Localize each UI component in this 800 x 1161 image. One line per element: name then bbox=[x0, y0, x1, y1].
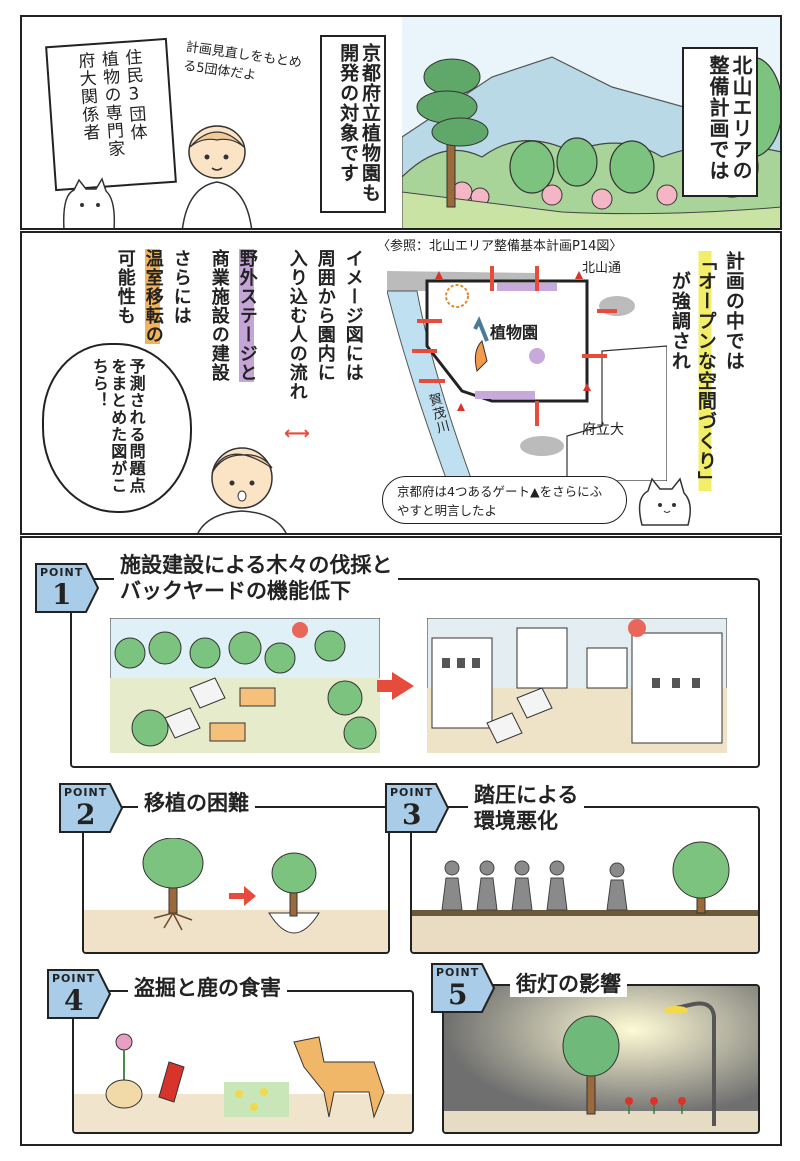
streetlight-illustration bbox=[444, 986, 758, 1132]
point-2-card bbox=[82, 806, 390, 954]
reference-caption: 〈参照：北山エリア整備基本計画P14図〉 bbox=[377, 239, 623, 254]
point-label: POINT bbox=[390, 786, 434, 799]
developed-illustration bbox=[427, 618, 727, 753]
narration-right-col2: 「オープンな空間づくり」 bbox=[694, 251, 717, 491]
cat-character bbox=[638, 477, 691, 526]
text-col: 周囲から園内に bbox=[314, 249, 336, 382]
speech-bubble: 予測される問題点をまとめた図がこちら！ bbox=[42, 343, 192, 513]
point-3-tag: POINT 3 bbox=[384, 782, 450, 834]
arrow-right-icon bbox=[392, 672, 414, 700]
point-number: 5 bbox=[448, 978, 468, 1011]
bubble-text: 予測される問題点をまとめた図がこちら！ bbox=[89, 358, 146, 494]
panel-3: POINT 1 施設建設による木々の伐採と バックヤードの機能低下 POINT … bbox=[20, 536, 782, 1146]
point-number: 2 bbox=[76, 798, 96, 831]
forest-illustration bbox=[110, 618, 380, 753]
point-3-title: 踏圧による 環境悪化 bbox=[468, 782, 585, 835]
point-label: POINT bbox=[436, 966, 480, 979]
point-4-title: 盗掘と鹿の食害 bbox=[128, 975, 287, 1002]
trampling-illustration bbox=[412, 841, 758, 952]
point-number: 4 bbox=[64, 984, 84, 1017]
sign-line: 住民3団体 bbox=[120, 47, 148, 142]
point-number: 3 bbox=[402, 798, 422, 831]
text-col: 可能性も bbox=[114, 249, 136, 325]
point-number: 1 bbox=[52, 578, 72, 611]
garden-plan-map bbox=[387, 266, 667, 481]
panel-1: 北山エリアの整備計画では 京都府立植物園も開発の対象です 住民3団体 植物の専門… bbox=[20, 15, 782, 230]
text-col: 温室移転の bbox=[142, 249, 164, 344]
cat-character bbox=[62, 177, 116, 228]
text-col: さらには bbox=[170, 249, 192, 325]
point-2-title: 移植の困難 bbox=[138, 790, 255, 817]
arrow-right-icon-tail bbox=[377, 680, 393, 692]
point-4-card bbox=[72, 990, 414, 1134]
point-4-tag: POINT 4 bbox=[46, 968, 112, 1020]
character-speech: 計画見直しをもとめる5団体だよ bbox=[182, 39, 303, 84]
narration-right-col1: 計画の中では bbox=[722, 251, 745, 371]
text-col: 商業施設の建設 bbox=[208, 249, 230, 382]
point-3-card bbox=[410, 806, 760, 954]
point-1-title: 施設建設による木々の伐採と バックヤードの機能低下 bbox=[114, 552, 399, 605]
point-1-tag: POINT 1 bbox=[34, 562, 100, 614]
girl-character bbox=[181, 125, 253, 228]
text-col: イメージ図には bbox=[342, 249, 364, 382]
flow-arrow-icon: ⟷ bbox=[284, 423, 310, 444]
point-5-title: 街灯の影響 bbox=[510, 971, 627, 998]
map-label-univ: 府立大 bbox=[582, 422, 624, 438]
point-label: POINT bbox=[40, 566, 84, 579]
narration-text: 京都府立植物園も開発の対象です bbox=[337, 43, 381, 203]
cat-speech-bubble: 京都府は4つあるゲート▲をさらにふやすと明言したよ bbox=[382, 476, 627, 524]
point-5-tag: POINT 5 bbox=[430, 962, 496, 1014]
point-label: POINT bbox=[64, 786, 108, 799]
narration-right-col3: が強調され bbox=[668, 271, 691, 371]
poaching-illustration bbox=[74, 1033, 412, 1132]
point-5-card bbox=[442, 984, 760, 1134]
point-2-tag: POINT 2 bbox=[58, 782, 124, 834]
narration-box-center: 京都府立植物園も開発の対象です bbox=[320, 35, 386, 213]
narration-box-right: 北山エリアの整備計画では bbox=[682, 47, 758, 197]
transplant-illustration bbox=[84, 838, 388, 952]
point-1-card bbox=[70, 578, 760, 768]
narration-text: 北山エリアの整備計画では bbox=[706, 55, 753, 181]
panel-2: 〈参照：北山エリア整備基本計画P14図〉 計画の中では 「オープンな空間づくり」… bbox=[20, 231, 782, 535]
map-label-garden: 植物園 bbox=[490, 323, 539, 342]
group-sign: 住民3団体 植物の専門家 府大関係者 bbox=[45, 37, 177, 192]
text-col: 入り込む人の流れ bbox=[286, 249, 308, 401]
boy-character bbox=[197, 447, 287, 533]
map-label-road: 北山通 bbox=[582, 261, 622, 276]
text-col: 野外ステージと bbox=[236, 249, 258, 382]
point-label: POINT bbox=[52, 972, 96, 985]
